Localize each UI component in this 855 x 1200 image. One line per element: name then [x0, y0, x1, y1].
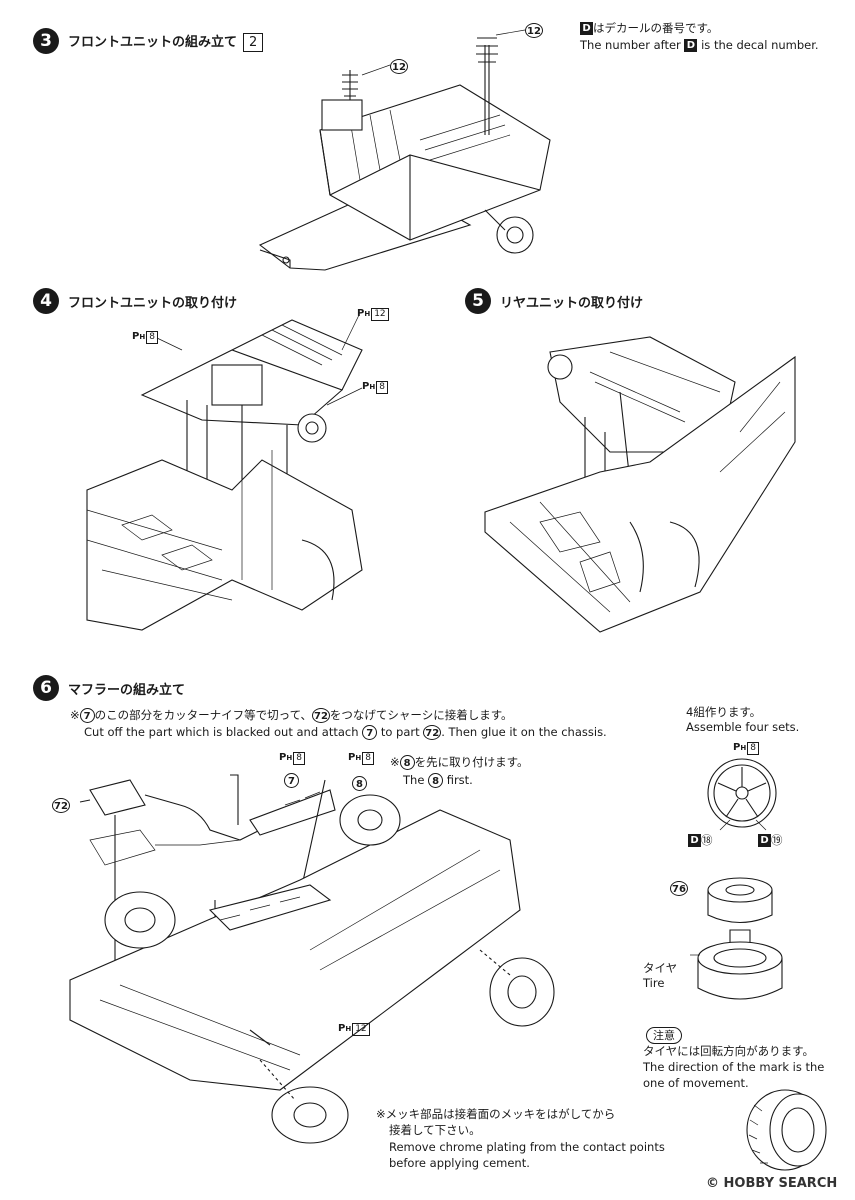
part-7-label: 7: [284, 773, 299, 788]
caution-en-1: The direction of the mark is the: [643, 1060, 825, 1074]
muffler-assembly-drawing: [69, 774, 555, 1144]
decal-d-icon: D: [758, 834, 771, 847]
part-8-label: 8: [352, 776, 367, 791]
decal-d-icon: D: [684, 39, 698, 52]
caution-en-2: one of movement.: [643, 1076, 749, 1090]
front-unit-assembly-drawing: [258, 29, 551, 271]
step-3-box-number: 2: [243, 33, 264, 52]
step-4-title: フロントユニットの取り付け: [68, 296, 238, 311]
caution-ja: タイヤには回転方向があります。: [643, 1044, 815, 1058]
part-76-label: 76: [670, 881, 688, 896]
assemble-en: Assemble four sets.: [686, 720, 800, 734]
tire-label-en: Tire: [643, 976, 665, 990]
chrome-note-en-2: before applying cement.: [389, 1156, 530, 1170]
step-6-title: マフラーの組み立て: [68, 683, 186, 698]
part-8-first-en: The 8 first.: [403, 773, 473, 788]
watermark: © HOBBY SEARCH: [706, 1176, 838, 1191]
step-3-number: 3: [33, 28, 59, 54]
step-4-number: 4: [33, 288, 59, 314]
assemble-ja: 4組作ります。: [686, 705, 762, 719]
chrome-note-en-1: Remove chrome plating from the contact p…: [389, 1140, 665, 1154]
caution-badge: 注意: [646, 1027, 682, 1044]
step-5-number: 5: [465, 288, 491, 314]
wheel-tire-assembly-drawing: [690, 877, 783, 1000]
part-72-label: 72: [52, 798, 70, 813]
decal-d-icon: D: [688, 834, 701, 847]
step-6-number: 6: [33, 675, 59, 701]
front-unit-install-drawing: [86, 314, 363, 631]
chrome-note-ja-1: ※メッキ部品は接着面のメッキをはがしてから: [376, 1107, 616, 1121]
wheel-rim-drawing: [707, 758, 777, 831]
tire-label-ja: タイヤ: [643, 961, 678, 975]
tire-tread-drawing: [746, 1089, 827, 1171]
part-12-label: 12: [390, 59, 408, 74]
rear-unit-install-drawing: [484, 336, 796, 633]
part-12-label: 12: [525, 23, 543, 38]
chrome-note-ja-2: 接着して下さい。: [389, 1123, 481, 1137]
decal-d-icon: D: [580, 22, 593, 35]
step-6-note-en: Cut off the part which is blacked out an…: [84, 725, 607, 740]
decal-note-en: The number after D is the decal number.: [580, 38, 819, 52]
step-5-title: リヤユニットの取り付け: [500, 296, 644, 311]
